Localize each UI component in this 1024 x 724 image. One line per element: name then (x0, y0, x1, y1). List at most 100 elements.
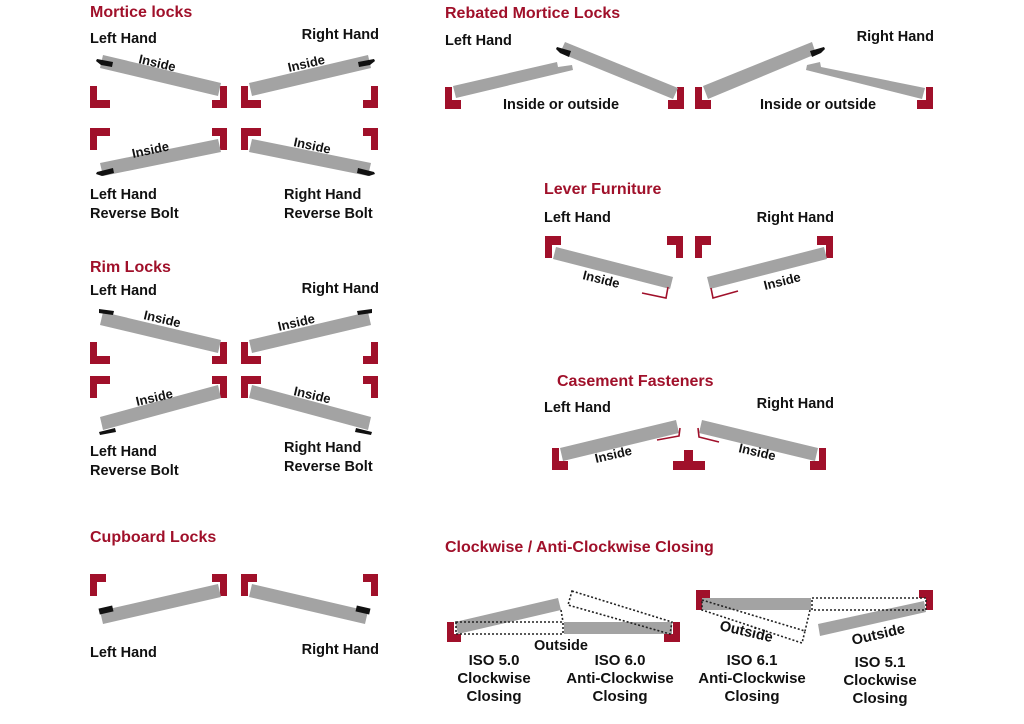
bolt-icon (810, 47, 825, 57)
door-leaf (553, 247, 673, 289)
frame-jamb (664, 622, 680, 642)
cupboard-locks-section: Cupboard Locks Left Hand Right Hand (90, 529, 379, 661)
door-leaf (564, 622, 672, 634)
frame-jamb (445, 87, 461, 109)
iso-code: ISO 6.0 (595, 652, 646, 669)
mortice-lh-reverse-line2: Reverse Bolt (90, 206, 179, 222)
frame-jamb (241, 128, 261, 150)
door-leaf (100, 139, 221, 176)
iso-code: ISO 5.0 (469, 652, 520, 669)
closing-direction-section: Clockwise / Anti-Clockwise Closing Outsi… (445, 539, 933, 707)
door-leaf (100, 584, 221, 624)
rim-left-hand-label: Left Hand (90, 283, 157, 299)
door-swing-outline (701, 598, 806, 645)
bolt-icon (357, 309, 372, 315)
door-swing-outline (811, 597, 927, 611)
door-leaf (702, 598, 811, 610)
frame-jamb (363, 376, 378, 398)
lever-title: Lever Furniture (544, 181, 661, 198)
door-leaf (806, 62, 925, 99)
frame-jamb (90, 128, 110, 150)
door-swing-outline (567, 589, 673, 636)
frame-jamb (212, 574, 227, 596)
mortice-rh-reverse-line2: Reverse Bolt (284, 206, 373, 222)
iso-desc-line1: Anti-Clockwise (698, 670, 806, 687)
frame-jamb (810, 448, 826, 470)
mortice-right-hand-label: Right Hand (302, 27, 379, 43)
frame-jamb (212, 342, 227, 364)
lever-furniture-section: Lever Furniture Left Hand Right Hand Ins… (544, 181, 834, 300)
iso-code: ISO 6.1 (727, 652, 778, 669)
iso-desc-line2: Closing (593, 688, 648, 705)
bolt-icon (355, 428, 372, 435)
iso-desc-line2: Closing (725, 688, 780, 705)
iso-desc-line1: Clockwise (843, 672, 916, 689)
frame-jamb (363, 574, 378, 596)
casement-fasteners-section: Casement Fasteners Left Hand Right Hand … (544, 373, 834, 470)
door-leaf (455, 598, 561, 634)
rim-right-hand-label: Right Hand (302, 281, 379, 297)
door-leaf (703, 42, 816, 99)
mortice-lh-reverse-line1: Left Hand (90, 187, 157, 203)
mortice-left-hand-label: Left Hand (90, 31, 157, 47)
iso-desc-line1: Clockwise (457, 670, 530, 687)
frame-jamb (212, 376, 227, 398)
lever-handle-icon (641, 286, 669, 299)
frame-jamb (363, 86, 378, 108)
casement-title: Casement Fasteners (557, 373, 714, 390)
iso-desc-line2: Closing (853, 690, 908, 707)
door-leaf (249, 312, 371, 353)
iso-5-1-caption: ISO 5.1 Clockwise Closing (843, 654, 916, 707)
rebated-mortice-section: Rebated Mortice Locks Left Hand Right Ha… (445, 5, 934, 113)
lever-right-hand-label: Right Hand (757, 210, 834, 226)
iso-desc-line1: Anti-Clockwise (566, 670, 674, 687)
frame-jamb (668, 87, 684, 109)
rebated-left-hand-label: Left Hand (445, 33, 512, 49)
bolt-icon (355, 605, 371, 615)
door-leaf (100, 385, 221, 430)
frame-jamb (695, 236, 711, 258)
bolt-icon (357, 168, 375, 176)
outside-label: Outside (718, 618, 774, 646)
mullion (673, 450, 705, 470)
door-swing-outline (804, 609, 811, 632)
door-leaf (707, 247, 827, 289)
iso-6-0-caption: ISO 6.0 Anti-Clockwise Closing (566, 652, 674, 705)
door-swing-outline (560, 609, 564, 623)
cupboard-title: Cupboard Locks (90, 529, 216, 546)
rebated-title: Rebated Mortice Locks (445, 5, 620, 22)
rim-locks-section: Rim Locks Left Hand Right Hand Inside In… (90, 259, 379, 479)
frame-jamb (241, 86, 261, 108)
door-leaf (100, 312, 221, 353)
door-leaf (100, 55, 221, 96)
bolt-icon (96, 168, 114, 176)
cupboard-right-hand-label: Right Hand (302, 642, 379, 658)
frame-jamb (241, 574, 257, 596)
frame-jamb (90, 86, 110, 108)
rim-rh-reverse-line2: Reverse Bolt (284, 459, 373, 475)
casement-left-hand-label: Left Hand (544, 400, 611, 416)
rim-rh-reverse-line1: Right Hand (284, 440, 361, 456)
frame-jamb (212, 86, 227, 108)
closing-title: Clockwise / Anti-Clockwise Closing (445, 539, 714, 556)
mortice-locks-section: Mortice locks Left Hand Right Hand Insid… (90, 4, 379, 222)
rim-lh-reverse-line2: Reverse Bolt (90, 463, 179, 479)
door-leaf (453, 62, 573, 98)
frame-jamb (241, 376, 261, 398)
frame-jamb (90, 376, 110, 398)
window-leaf (699, 420, 818, 461)
rim-title: Rim Locks (90, 259, 171, 276)
iso-5-0-caption: ISO 5.0 Clockwise Closing (457, 652, 530, 705)
iso-code: ISO 5.1 (855, 654, 906, 671)
frame-jamb (90, 574, 106, 596)
window-leaf (560, 420, 679, 461)
frame-jamb (817, 236, 833, 258)
rebated-right-hand-label: Right Hand (857, 29, 934, 45)
bolt-icon (99, 428, 116, 435)
door-leaf (249, 385, 371, 430)
frame-jamb (917, 87, 933, 109)
door-swing-outline (455, 621, 564, 635)
lever-left-hand-label: Left Hand (544, 210, 611, 226)
iso-desc-line2: Closing (467, 688, 522, 705)
lever-handle-icon (710, 287, 739, 300)
